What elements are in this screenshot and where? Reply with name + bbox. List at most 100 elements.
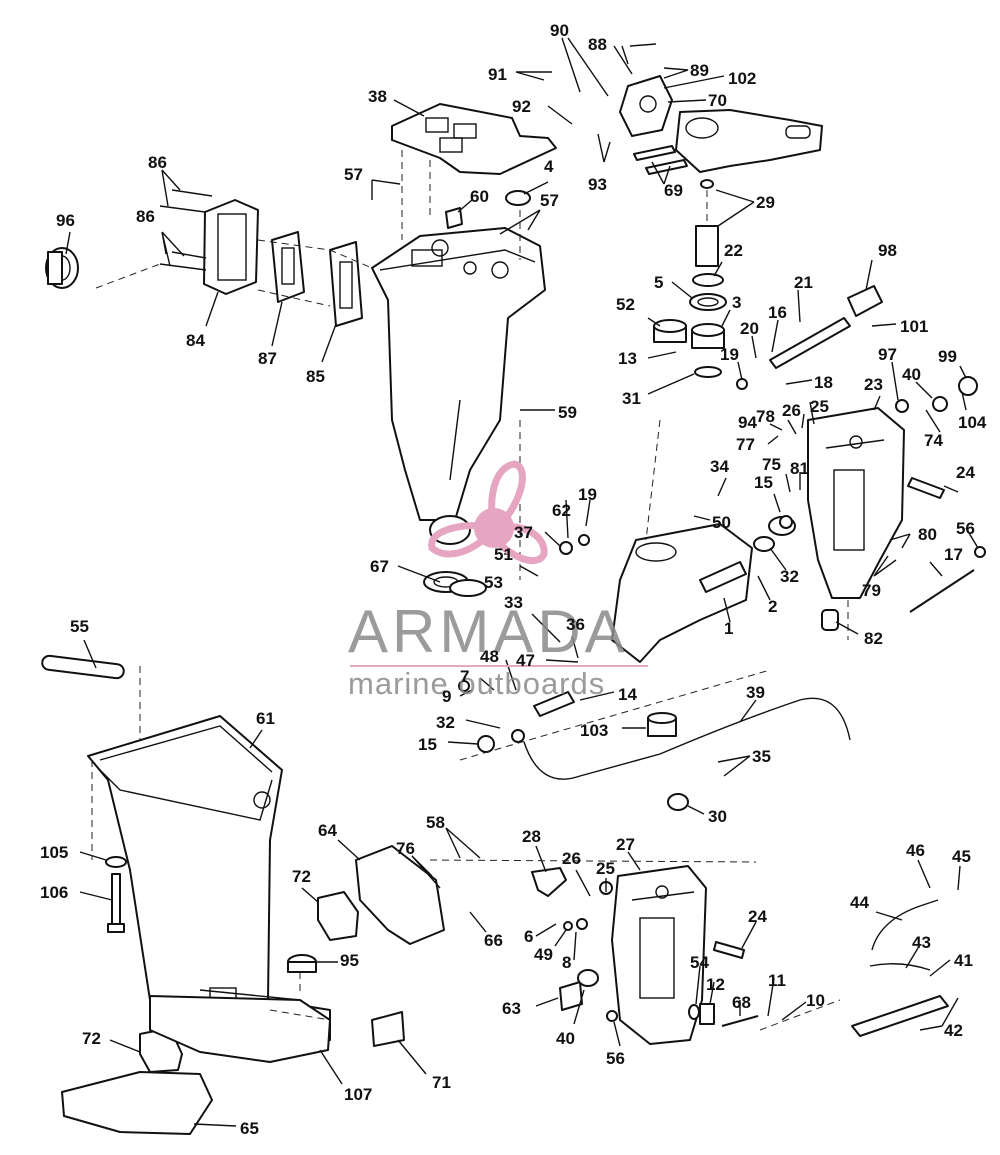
callout-101: 101 bbox=[900, 317, 928, 336]
callout-104: 104 bbox=[958, 413, 987, 432]
callout-69: 69 bbox=[664, 181, 683, 200]
callout-70: 70 bbox=[708, 91, 727, 110]
callout-13: 13 bbox=[618, 349, 637, 368]
part-72-pad-upper bbox=[317, 891, 359, 941]
callout-48: 48 bbox=[480, 647, 499, 666]
armada-watermark: ARMADA marine outboards bbox=[348, 460, 648, 701]
callout-56-lower: 56 bbox=[606, 1049, 625, 1068]
callout-53: 53 bbox=[484, 573, 503, 592]
callout-81: 81 bbox=[790, 459, 809, 478]
callout-89: 89 bbox=[690, 61, 709, 80]
part-65-cover bbox=[61, 1071, 213, 1135]
callout-19-upper: 19 bbox=[720, 345, 739, 364]
callout-50: 50 bbox=[712, 513, 731, 532]
callout-74: 74 bbox=[924, 431, 943, 450]
part-87-gasket bbox=[271, 231, 305, 303]
callout-18: 18 bbox=[814, 373, 833, 392]
part-86-screws bbox=[159, 189, 213, 271]
callout-99: 99 bbox=[938, 347, 957, 366]
callout-33: 33 bbox=[504, 593, 523, 612]
part-95-mount bbox=[287, 954, 317, 973]
callout-20: 20 bbox=[740, 319, 759, 338]
part-44-cable bbox=[869, 899, 939, 971]
part-82-plate bbox=[821, 609, 839, 631]
callout-95: 95 bbox=[340, 951, 359, 970]
callout-40-lower: 40 bbox=[556, 1029, 575, 1048]
part-27-stern-bracket bbox=[611, 865, 707, 1045]
callout-57-left: 57 bbox=[344, 165, 363, 184]
callout-77: 77 bbox=[736, 435, 755, 454]
callout-71: 71 bbox=[432, 1073, 451, 1092]
part-67-seal bbox=[423, 571, 487, 597]
callout-72-upper: 72 bbox=[292, 867, 311, 886]
callout-3: 3 bbox=[732, 293, 741, 312]
part-41-strip bbox=[851, 995, 949, 1037]
callout-76: 76 bbox=[396, 839, 415, 858]
callout-4: 4 bbox=[544, 157, 554, 176]
callout-58: 58 bbox=[426, 813, 445, 832]
callout-96: 96 bbox=[56, 211, 75, 230]
part-96-plug bbox=[45, 247, 79, 289]
part-70-swivel-yoke bbox=[619, 75, 823, 173]
callout-49: 49 bbox=[534, 945, 553, 964]
callout-2: 2 bbox=[768, 597, 777, 616]
part-55-pin bbox=[41, 654, 125, 680]
callout-32-upper: 32 bbox=[780, 567, 799, 586]
part-24-spring-upper bbox=[907, 477, 945, 499]
part-28-lever bbox=[531, 867, 567, 897]
callout-23: 23 bbox=[864, 375, 883, 394]
part-bushings-rings bbox=[653, 273, 727, 378]
callout-75: 75 bbox=[762, 455, 781, 474]
callout-72-lower: 72 bbox=[82, 1029, 101, 1048]
callout-15-lower: 15 bbox=[418, 735, 437, 754]
part-64-bracket bbox=[355, 845, 445, 945]
callout-67: 67 bbox=[370, 557, 389, 576]
callout-16: 16 bbox=[768, 303, 787, 322]
callout-25-lower: 25 bbox=[596, 859, 615, 878]
part-drawings bbox=[41, 75, 986, 1135]
callout-97: 97 bbox=[878, 345, 897, 364]
callout-24-lower: 24 bbox=[748, 907, 767, 926]
part-4-ring bbox=[505, 190, 531, 206]
callout-105: 105 bbox=[40, 843, 68, 862]
callout-26-lower: 26 bbox=[562, 849, 581, 868]
callout-90: 90 bbox=[550, 21, 569, 40]
callout-11: 11 bbox=[768, 971, 786, 990]
part-105-washer bbox=[105, 856, 127, 868]
callout-36: 36 bbox=[566, 615, 585, 634]
callout-88: 88 bbox=[588, 35, 607, 54]
callout-51: 51 bbox=[494, 545, 513, 564]
callout-1: 1 bbox=[724, 619, 733, 638]
callout-103: 103 bbox=[580, 721, 608, 740]
callout-94: 94 bbox=[738, 413, 757, 432]
callout-68: 68 bbox=[732, 993, 751, 1012]
part-59-exhaust-housing bbox=[371, 227, 546, 545]
callout-42: 42 bbox=[944, 1021, 963, 1040]
callout-64: 64 bbox=[318, 821, 337, 840]
callout-52: 52 bbox=[616, 295, 635, 314]
callout-63: 63 bbox=[502, 999, 521, 1018]
part-29-shaft bbox=[695, 179, 719, 267]
watermark-tagline: marine outboards bbox=[348, 666, 605, 701]
callout-65: 65 bbox=[240, 1119, 259, 1138]
part-40-washer bbox=[577, 969, 599, 987]
callout-102: 102 bbox=[728, 69, 756, 88]
part-39-cable bbox=[523, 697, 851, 780]
callout-6: 6 bbox=[524, 927, 533, 946]
callout-25-upper: 25 bbox=[810, 397, 829, 416]
callout-91: 91 bbox=[488, 65, 507, 84]
callout-8: 8 bbox=[562, 953, 571, 972]
part-24-spring-lower bbox=[713, 941, 745, 959]
callout-55: 55 bbox=[70, 617, 89, 636]
assembly-dash-lines bbox=[91, 150, 849, 1031]
callout-66: 66 bbox=[484, 931, 503, 950]
callout-61: 61 bbox=[256, 709, 275, 728]
callout-29: 29 bbox=[756, 193, 775, 212]
callout-22: 22 bbox=[724, 241, 743, 260]
callout-43: 43 bbox=[912, 933, 931, 952]
part-14-spring bbox=[533, 691, 575, 717]
part-60-plug bbox=[445, 207, 463, 229]
callout-60: 60 bbox=[470, 187, 489, 206]
